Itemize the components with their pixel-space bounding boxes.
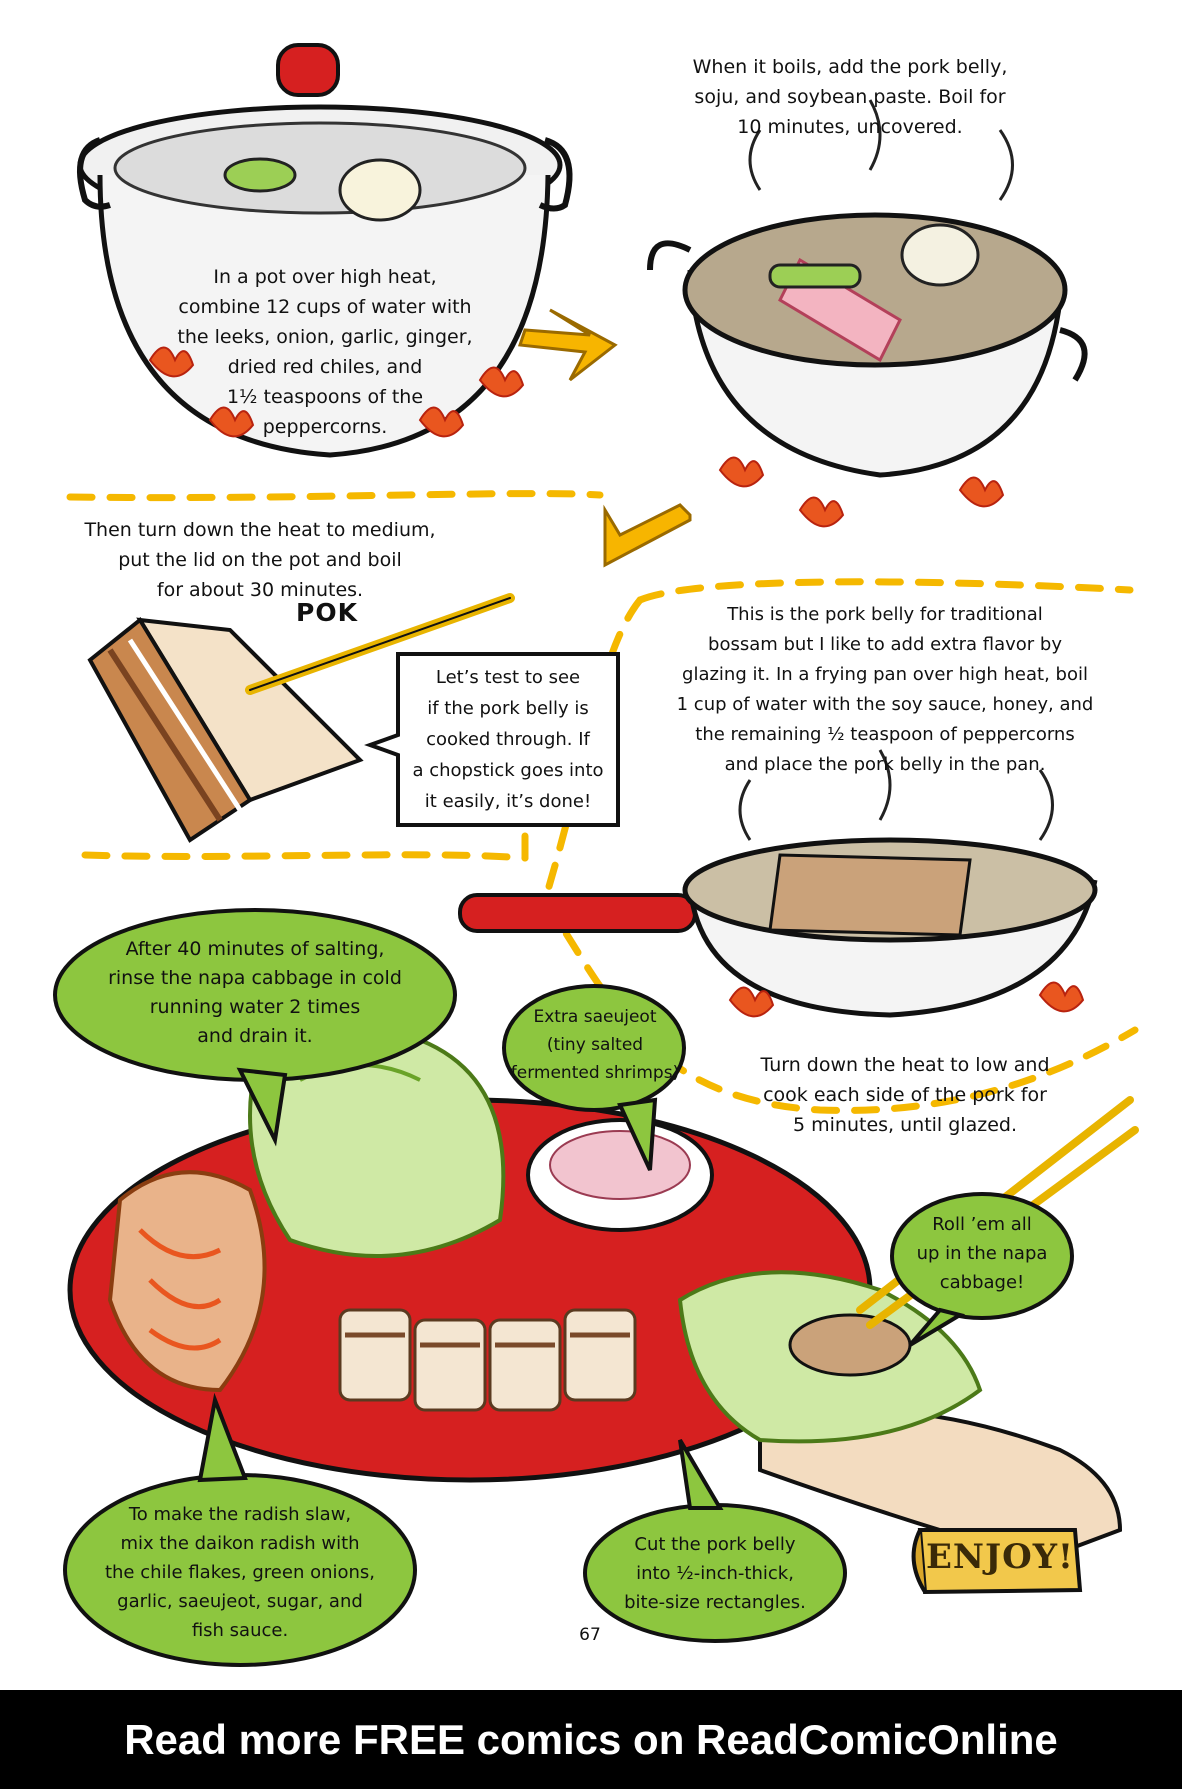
cabbage-bubble-text: After 40 minutes of salting, rinse the n… bbox=[108, 938, 402, 1047]
dashed-dividers bbox=[66, 490, 1139, 1114]
step2-caption: When it boils, add the pork belly, soju,… bbox=[692, 56, 1008, 138]
test-speech-box bbox=[364, 652, 620, 827]
step3-caption: Then turn down the heat to medium, put t… bbox=[84, 519, 436, 601]
frying-pan-illustration bbox=[458, 749, 1098, 1018]
green-speech-bubbles bbox=[53, 908, 1074, 1667]
pork-belly-illustration bbox=[87, 593, 515, 843]
step1-caption: In a pot over high heat, combine 12 cups… bbox=[177, 266, 473, 438]
arrow-icon bbox=[603, 503, 692, 568]
enjoy-banner-text: ENJOY! bbox=[926, 1537, 1074, 1577]
serving-plate-illustration bbox=[67, 1020, 873, 1483]
cut-bubble-text: Cut the pork belly into ½-inch-thick, bi… bbox=[624, 1534, 806, 1613]
arrow-icon bbox=[517, 308, 618, 382]
enjoy-banner bbox=[911, 1528, 1083, 1595]
cabbage-wrap-hand-illustration bbox=[677, 1096, 1139, 1563]
roll-bubble-text: Roll ’em all up in the napa cabbage! bbox=[916, 1214, 1048, 1293]
slaw-bubble-text: To make the radish slaw, mix the daikon … bbox=[104, 1504, 376, 1641]
boiling-pot-illustration bbox=[647, 99, 1088, 528]
page-number: 67 bbox=[579, 1625, 601, 1645]
footer-banner[interactable]: Read more FREE comics on ReadComicOnline bbox=[0, 1690, 1182, 1789]
lower-heat-caption: Turn down the heat to low and cook each … bbox=[760, 1054, 1050, 1136]
glaze-caption: This is the pork belly for traditional b… bbox=[676, 604, 1094, 775]
sound-effect-pok: POK bbox=[296, 598, 358, 627]
pot-illustration bbox=[77, 43, 573, 458]
saeujeot-bubble-text: Extra saeujeot (tiny salted fermented sh… bbox=[510, 1007, 680, 1083]
test-caption: Let’s test to see if the pork belly is c… bbox=[412, 667, 604, 812]
comic-artwork bbox=[53, 43, 1139, 1667]
